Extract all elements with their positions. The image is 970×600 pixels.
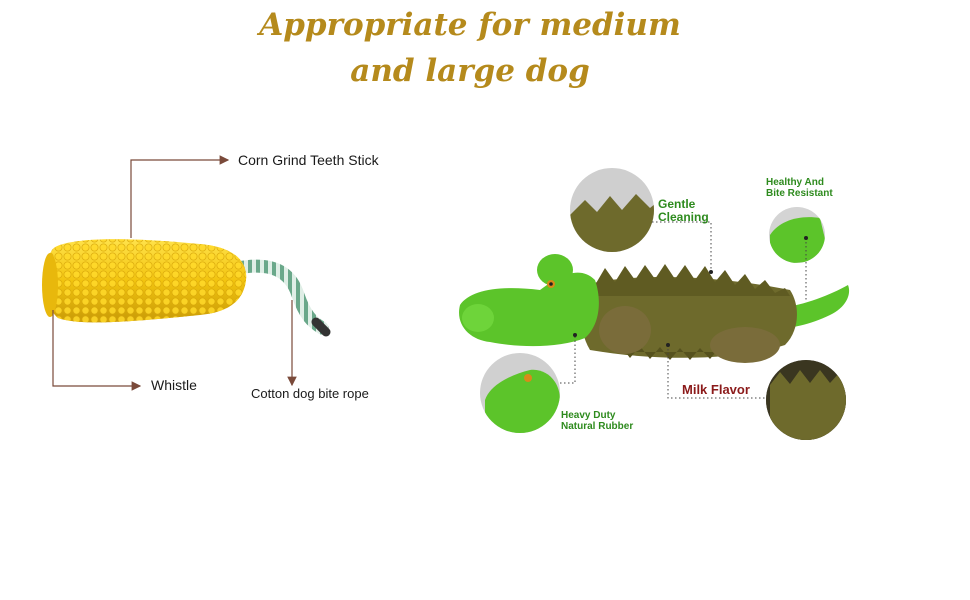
label-healthy-bite-resistant: Healthy And Bite Resistant (766, 177, 833, 199)
headline: Appropriate for medium and large dog (0, 2, 940, 94)
corn-toy (42, 239, 331, 337)
croc-leader-lines (560, 221, 807, 399)
label-heavy-line-1: Heavy Duty (561, 410, 616, 421)
gentle-cleaning-inset (570, 168, 654, 252)
milk-flavor-inset (766, 360, 846, 440)
corn-leader-lines (52, 155, 297, 391)
label-milk-flavor: Milk Flavor (682, 382, 750, 397)
healthy-bite-resistant-inset (769, 207, 825, 263)
label-healthy-line-2: Bite Resistant (766, 188, 833, 199)
label-heavy-duty-natural-rubber: Heavy Duty Natural Rubber (561, 410, 633, 432)
label-whistle: Whistle (151, 377, 197, 393)
label-corn-grind-teeth-stick: Corn Grind Teeth Stick (238, 152, 379, 168)
crocodile-toy (459, 254, 850, 363)
heavy-duty-rubber-inset (480, 353, 560, 433)
label-gentle-cleaning: Gentle Cleaning (658, 198, 709, 224)
headline-line-2: and large dog (350, 53, 590, 89)
label-healthy-line-1: Healthy And (766, 177, 824, 188)
headline-line-1: Appropriate for medium (259, 7, 681, 43)
rope-image (231, 259, 329, 335)
label-gentle-line-2: Cleaning (658, 210, 709, 224)
label-cotton-dog-bite-rope: Cotton dog bite rope (251, 386, 369, 401)
label-heavy-line-2: Natural Rubber (561, 421, 634, 432)
label-gentle-line-1: Gentle (658, 197, 696, 211)
